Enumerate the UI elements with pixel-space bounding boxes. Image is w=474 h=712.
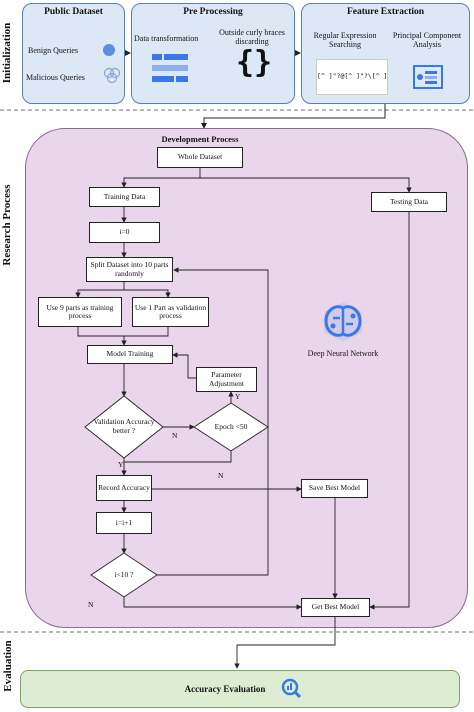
public-dataset-panel: Public Dataset Benign Queries Malicious … <box>22 3 125 104</box>
epoch-label: Epoch <50 <box>214 422 248 431</box>
testing-data-box: Testing Data <box>371 192 447 212</box>
curly-braces-icon: {} <box>236 45 273 80</box>
record-accuracy-box: Record Accuracy <box>96 475 152 501</box>
whole-dataset-box: Whole Dataset <box>157 147 243 168</box>
pca-label: Principal Component Analysis <box>392 31 462 49</box>
feature-extraction-title: Feature Extraction <box>346 7 425 17</box>
malicious-icon <box>103 67 121 83</box>
validation-no-label: N <box>172 431 178 440</box>
validation-accuracy-label: Validation Accuracy better ? <box>93 417 155 435</box>
model-training-box: Model Training <box>87 345 173 364</box>
accuracy-evaluation-label: Accuracy Evaluation <box>184 684 266 694</box>
benign-queries-label: Benign Queries <box>28 46 78 55</box>
validation-diamond <box>84 395 164 459</box>
use-9-parts-box: Use 9 parts as training process <box>38 297 122 327</box>
i-zero-box: i=0 <box>89 222 160 243</box>
data-transformation-icon <box>152 54 188 82</box>
pca-icon <box>413 65 443 89</box>
epoch-no-label: N <box>218 471 224 480</box>
magnifier-chart-icon <box>281 678 302 699</box>
i-less-10-diamond <box>90 552 158 598</box>
feature-extraction-panel: Feature Extraction Regular Expression Se… <box>301 3 470 104</box>
epoch-diamond <box>193 402 269 452</box>
regex-label: Regular Expression Searching <box>313 31 377 49</box>
regex-sample-box: [^ ]"?@[^ ]"?\[^ ]"?\[^ ] <box>316 59 388 95</box>
pre-processing-title: Pre Processing <box>183 7 243 17</box>
loop-no-label: N <box>88 600 94 609</box>
init-connectors <box>125 50 386 129</box>
data-transformation-label: Data transformation <box>134 34 199 43</box>
parameter-adjustment-box: Parameter Adjustment <box>196 367 257 392</box>
param-yes-label: Y <box>235 392 241 401</box>
pre-processing-panel: Pre Processing Data transformation Outsi… <box>131 3 295 104</box>
evaluation-panel <box>20 670 460 708</box>
i-less-10-label: i<10 ? <box>114 570 134 579</box>
regex-sample-text: [^ ]"?@[^ ]"?\[^ ]"?\[^ ] <box>317 72 387 80</box>
training-data-box: Training Data <box>89 187 160 207</box>
development-process-title: Development Process <box>161 134 239 144</box>
get-best-model-box: Get Best Model <box>301 598 370 617</box>
public-dataset-title: Public Dataset <box>44 7 103 17</box>
use-1-part-box: Use 1 Part as validation process <box>132 297 209 327</box>
split-dataset-box: Split Dataset into 10 parts randomly <box>86 257 173 282</box>
brain-network-icon <box>324 302 362 342</box>
deep-neural-network-label: Deep Neural Network <box>307 349 379 358</box>
malicious-queries-label: Malicious Queries <box>26 73 85 82</box>
curly-braces-label: Outside curly braces discarding <box>219 28 285 46</box>
save-best-model-box: Save Best Model <box>301 479 368 498</box>
validation-yes-label: Y <box>118 460 124 469</box>
increment-box: i=i+1 <box>96 512 152 534</box>
benign-icon <box>103 44 115 56</box>
